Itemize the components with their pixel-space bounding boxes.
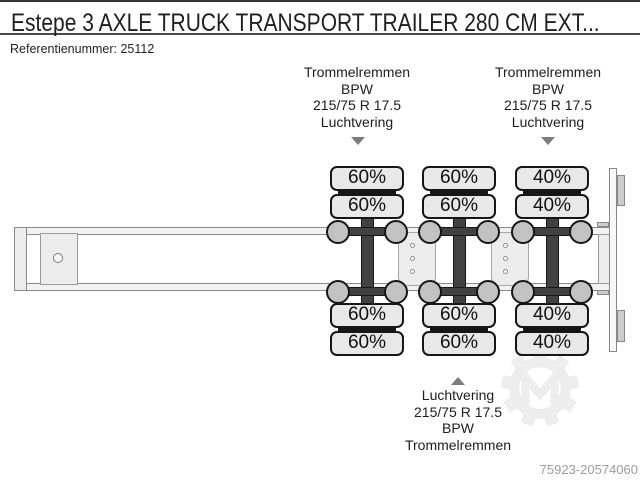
rear-light-top <box>617 175 625 206</box>
rear-rail-tab-bottom <box>597 290 609 295</box>
wheel-hub <box>338 190 396 195</box>
tire-load-badge: 60% <box>422 331 496 356</box>
axle-spec-annotation-right: Trommelremmen BPW 215/75 R 17.5 Luchtver… <box>438 64 640 130</box>
air-bellows <box>326 219 350 244</box>
axle-spec-annotation-bottom: Luchtvering 215/75 R 17.5 BPW Trommelrem… <box>348 387 568 453</box>
axle-assembly-2: 60% 60% 60% 60% <box>418 160 500 356</box>
spec-line-suspension: Luchtvering <box>511 113 585 130</box>
tire-load-badge: 60% <box>422 194 496 219</box>
page-title: Estepe 3 AXLE TRUCK TRANSPORT TRAILER 28… <box>11 9 600 37</box>
tire-load-badge: 60% <box>330 194 404 219</box>
cross-member-bolt <box>503 269 508 274</box>
reference-number: Referentienummer: 25112 <box>10 42 155 56</box>
wheel-hub <box>523 190 581 195</box>
air-bellows <box>326 280 350 304</box>
air-bellows <box>384 219 408 244</box>
tire-load-badge: 60% <box>422 166 496 191</box>
air-bellows <box>476 219 500 244</box>
tire-load-badge: 40% <box>515 166 589 191</box>
spec-line-brakes: Trommelremmen <box>404 436 512 453</box>
axle-assembly-1: 60% 60% 60% 60% <box>326 160 408 356</box>
cross-member-bolt <box>503 243 508 248</box>
air-bellows <box>511 219 535 244</box>
wheel-hub <box>430 190 488 195</box>
arrow-up-icon <box>451 377 465 385</box>
air-bellows <box>569 219 593 244</box>
spec-line-tiresize: 215/75 R 17.5 <box>414 403 502 420</box>
rear-rail-tab-top <box>597 222 609 227</box>
tire-load-badge: 40% <box>515 331 589 356</box>
spec-line-brand: BPW <box>532 80 564 97</box>
rear-light-bottom <box>617 310 625 342</box>
spec-line-tiresize: 215/75 R 17.5 <box>504 97 592 113</box>
cross-member-bolt <box>410 269 415 274</box>
tire-load-badge: 60% <box>330 303 404 328</box>
air-bellows <box>569 280 593 304</box>
wheel-hub <box>430 327 488 332</box>
air-bellows <box>476 280 500 304</box>
spec-line-brakes: Trommelremmen <box>303 64 411 80</box>
wheel-hub <box>523 327 581 332</box>
title-divider <box>0 33 640 35</box>
rear-bumper-bar <box>609 168 617 352</box>
spec-line-suspension: Luchtvering <box>320 113 394 130</box>
tire-load-badge: 60% <box>330 331 404 356</box>
top-border-line <box>0 0 640 2</box>
tire-load-badge: 40% <box>515 303 589 328</box>
axle-spec-annotation-left: Trommelremmen BPW 215/75 R 17.5 Luchtver… <box>247 64 467 130</box>
image-id: 75923-20574060 <box>539 462 638 477</box>
arrow-down-icon <box>541 137 555 145</box>
chassis-front-cap <box>14 227 27 291</box>
tire-load-badge: 60% <box>422 303 496 328</box>
arrow-down-icon <box>351 137 365 145</box>
axle-assembly-3: 40% 40% 40% 40% <box>511 160 593 356</box>
spec-line-brakes: Trommelremmen <box>494 64 602 80</box>
spec-line-brand: BPW <box>442 420 474 436</box>
air-bellows <box>418 280 442 304</box>
air-bellows <box>511 280 535 304</box>
spec-line-brand: BPW <box>341 80 373 97</box>
tire-load-badge: 60% <box>330 166 404 191</box>
air-bellows <box>384 280 408 304</box>
air-bellows <box>418 219 442 244</box>
wheel-hub <box>338 327 396 332</box>
spec-line-suspension: Luchtvering <box>421 387 495 403</box>
tire-load-badge: 40% <box>515 194 589 219</box>
cross-member-bolt <box>410 243 415 248</box>
kingpin-hole <box>53 253 63 263</box>
cross-member-bolt <box>503 256 508 261</box>
cross-member-bolt <box>410 256 415 261</box>
spec-line-tiresize: 215/75 R 17.5 <box>313 97 401 113</box>
